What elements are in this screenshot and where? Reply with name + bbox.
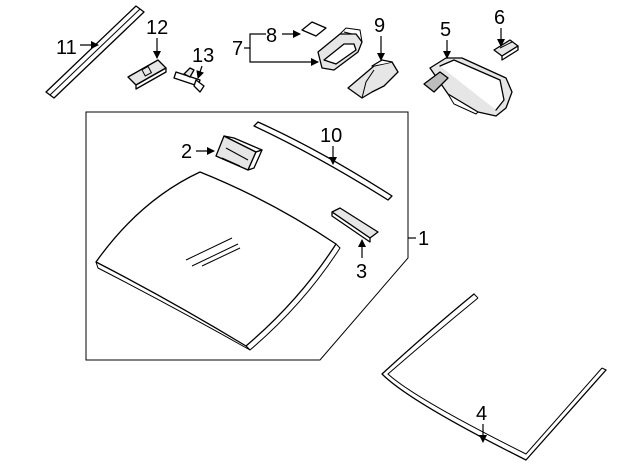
callout-5: 5: [440, 19, 451, 41]
leader-13: [196, 65, 205, 79]
leader-7-lower: [249, 48, 319, 66]
part-11-moulding-strip: [45, 5, 145, 99]
callout-6: 6: [494, 7, 505, 29]
callout-13: 13: [192, 45, 214, 67]
part-10-upper-moulding: [253, 121, 393, 201]
callout-2: 2: [181, 141, 192, 163]
part-2-clip-block: [215, 135, 263, 171]
callout-1: 1: [418, 228, 429, 250]
part-8-pad: [301, 21, 327, 37]
part-12-clip: [127, 59, 167, 90]
callout-7: 7: [232, 38, 243, 60]
part-7-sensor: [317, 27, 363, 71]
callout-3: 3: [356, 261, 367, 283]
callout-9: 9: [374, 15, 385, 37]
leader-7-upper: [244, 33, 266, 49]
callout-8: 8: [266, 25, 277, 47]
part-6-bracket: [493, 39, 519, 61]
part-13-retainer-pin: [173, 67, 205, 93]
part-5-rearview-mirror: [423, 57, 513, 117]
callout-10: 10: [320, 125, 342, 147]
callouts: 11 12 13 7 8 9 5 6 2 10 1 3: [56, 7, 505, 443]
part-1-assembly-outline: [85, 111, 409, 361]
part-4-weatherstrip: [381, 293, 607, 461]
callout-12: 12: [146, 17, 168, 39]
windshield-glass: [95, 171, 341, 351]
part-9-cover: [347, 59, 399, 99]
part-3-mount-pad: [331, 207, 379, 243]
callout-11: 11: [56, 37, 77, 59]
callout-4: 4: [476, 403, 487, 425]
